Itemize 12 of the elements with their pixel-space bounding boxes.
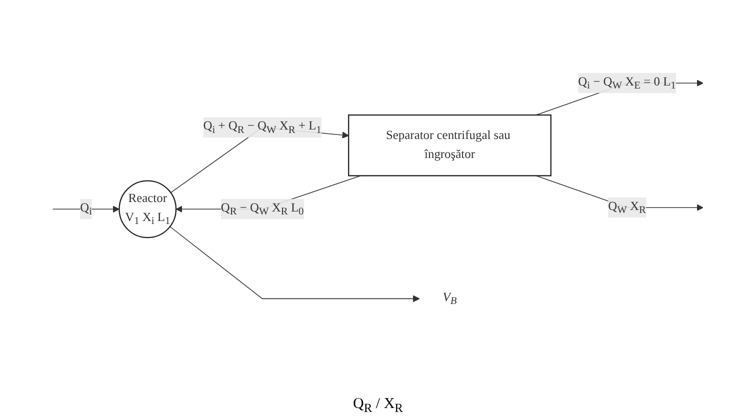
arrow — [52, 206, 120, 213]
edge-label: Q$_{i}$ + Q$_{R}$ − Q$_{W}$ X$_{R}$ + L$_{1}$ — [203, 120, 322, 136]
node-box — [348, 114, 552, 176]
edge-label: Q$_{W}$ X$_{R}$ — [608, 200, 646, 216]
edge-label: Q$_{i}$ − Q$_{W}$ X$_{E}$ = 0 L$_{1}$ — [578, 75, 676, 91]
flow-diagram: Q$_{i}$ Q$_{i}$ + Q$_{R}$ − Q$_{W}$ X$_{R}$ + L$_{1}$ Q$_{i}$ − Q$_{W}$ X$_{E}$ = 0 L$_{1}$ Q$_{R}$ − Q$_{W}$ X$_{R}$ L$_{0}$ Q$_{W}$ X$_{R}$ Reactor V$_{1}$ X$_{i}$ L$_{1}$ Separator centrifugal sau îngroşător V$_{B}$ — [0, 0, 756, 392]
node-text: V$_{B}$ — [442, 290, 457, 307]
node-circle — [118, 180, 177, 238]
flow-label: Q$_{R}$ / X$_{R}$ — [352, 396, 404, 412]
edge-label: Q$_{i}$ — [80, 201, 92, 218]
edge-label: Q$_{R}$ − Q$_{W}$ X$_{R}$ L$_{0}$ — [220, 201, 304, 218]
arrow — [170, 226, 420, 302]
